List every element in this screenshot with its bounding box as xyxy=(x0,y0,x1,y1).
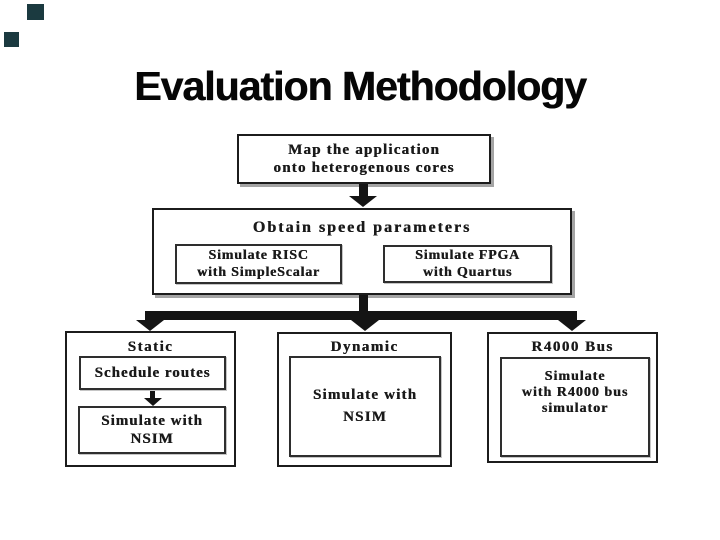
schedule-routes-label: Schedule routes xyxy=(94,364,211,381)
dynamic-nsim-line2: NSIM xyxy=(343,409,387,425)
fpga-box-line2: with Quartus xyxy=(422,265,513,280)
schedule-routes-box: Schedule routes xyxy=(79,356,226,390)
bus-branch-box: R4000 Bus Simulate with R4000 bus simula… xyxy=(487,332,658,463)
static-branch-box: Static Schedule routes Simulate with NSI… xyxy=(65,331,236,467)
arrow-down-icon xyxy=(351,320,379,331)
obtain-speed-parameters-box: Obtain speed parameters Simulate RISC wi… xyxy=(152,208,572,295)
dynamic-nsim-box: Simulate with NSIM xyxy=(289,356,441,457)
static-nsim-box: Simulate with NSIM xyxy=(78,406,226,454)
bus-sim-line1: Simulate xyxy=(544,369,606,384)
map-box-line1: Map the application xyxy=(288,142,440,158)
bus-simulator-box: Simulate with R4000 bus simulator xyxy=(500,357,650,457)
dynamic-branch-box: Dynamic Simulate with NSIM xyxy=(277,332,452,467)
bus-sim-line3: simulator xyxy=(541,401,609,416)
risc-box-line1: Simulate RISC xyxy=(208,248,309,263)
bus-sim-line2: with R4000 bus xyxy=(521,385,629,400)
arrow-down-icon xyxy=(144,398,162,406)
connector-line-horizontal xyxy=(145,311,577,320)
map-box-line2: onto heterogenous cores xyxy=(273,160,455,176)
dynamic-branch-title: Dynamic xyxy=(330,339,399,355)
corner-accent-square-top xyxy=(27,4,44,20)
simulate-risc-box: Simulate RISC with SimpleScalar xyxy=(175,244,342,284)
slide-title: Evaluation Methodology xyxy=(134,63,587,110)
arrow-down-icon xyxy=(136,320,164,331)
obtain-box-title: Obtain speed parameters xyxy=(252,219,472,236)
dynamic-nsim-line1: Simulate with xyxy=(312,387,418,403)
static-nsim-line2: NSIM xyxy=(130,431,174,447)
corner-accent-square-bottom xyxy=(4,32,19,47)
static-branch-title: Static xyxy=(127,339,174,355)
static-nsim-line1: Simulate with xyxy=(101,413,203,429)
risc-box-line2: with SimpleScalar xyxy=(197,265,320,280)
connector-line-static xyxy=(150,391,155,398)
connector-line-trunk xyxy=(359,295,368,312)
bus-branch-title: R4000 Bus xyxy=(531,339,614,355)
arrow-down-icon xyxy=(349,196,377,207)
simulate-fpga-box: Simulate FPGA with Quartus xyxy=(383,245,552,283)
fpga-box-line1: Simulate FPGA xyxy=(415,248,520,263)
connector-line-map-obtain xyxy=(359,184,368,197)
map-application-box: Map the application onto heterogenous co… xyxy=(237,134,491,184)
arrow-down-icon xyxy=(558,320,586,331)
